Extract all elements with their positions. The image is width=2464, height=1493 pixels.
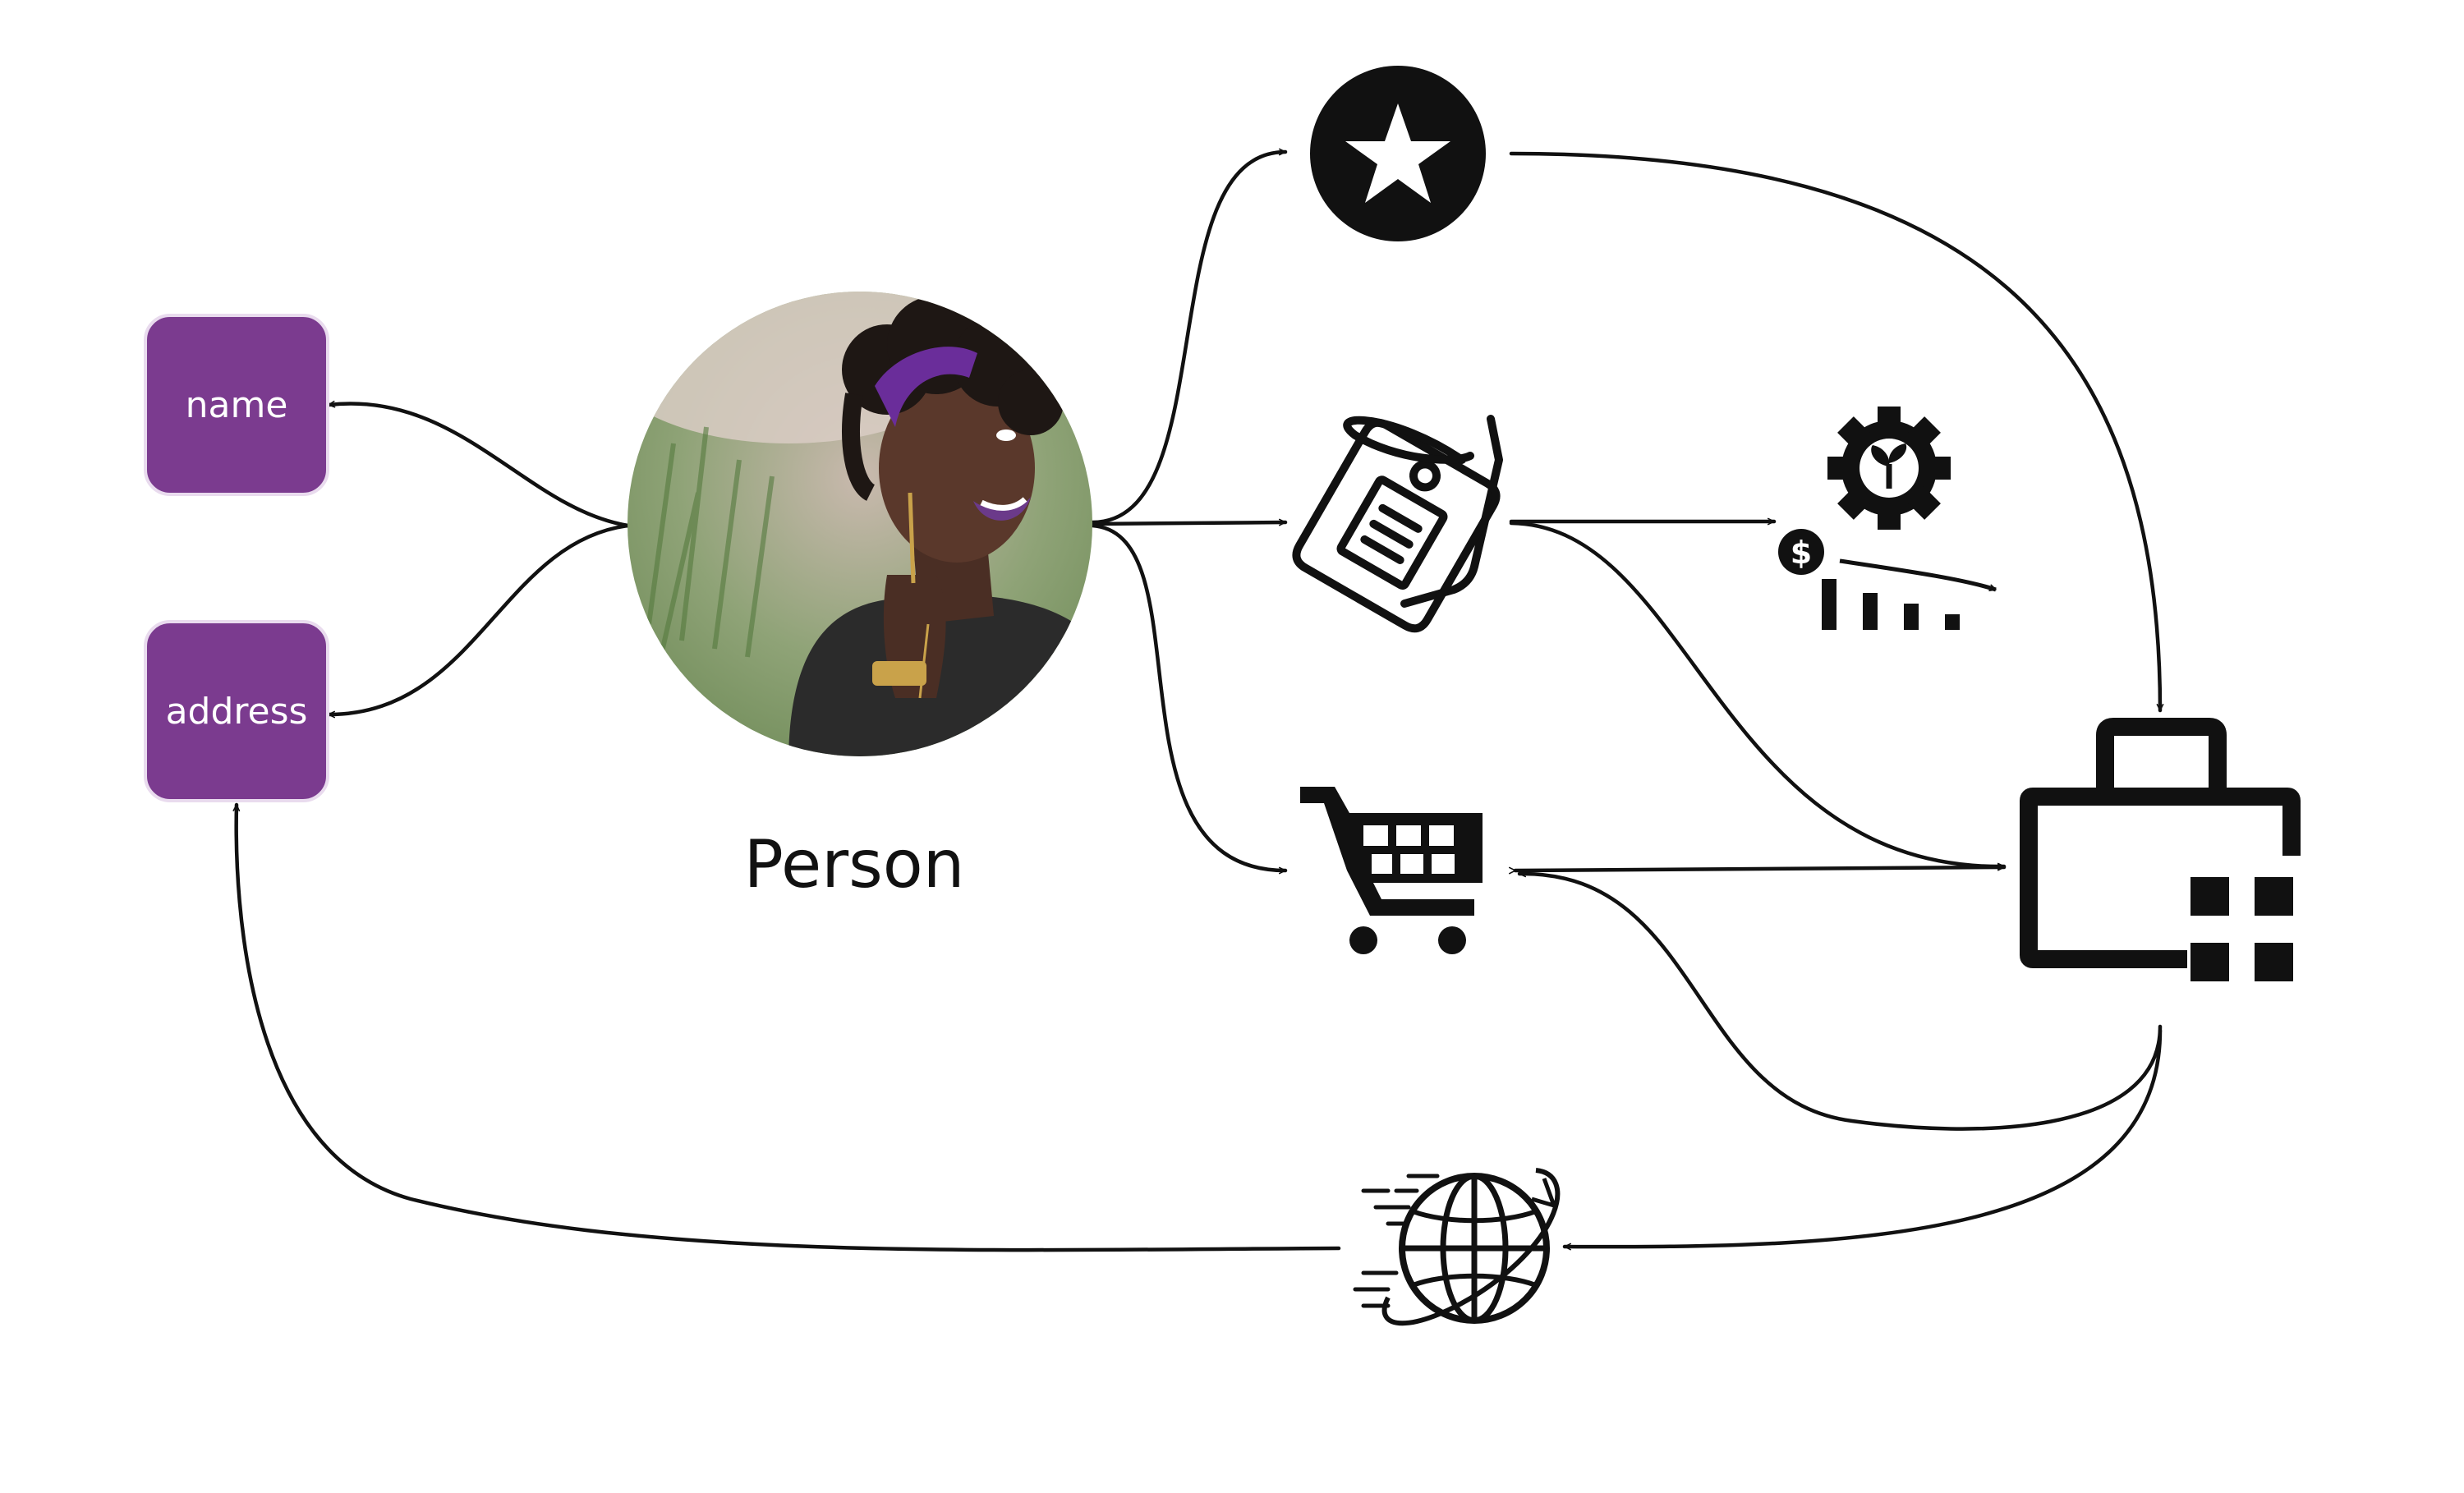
globe-icon[interactable]	[1353, 1168, 1561, 1326]
star-icon[interactable]	[1310, 66, 1486, 241]
name-label: name	[186, 384, 288, 426]
edge-person-to-cart	[1090, 523, 1288, 875]
edge-business-to-globe	[1562, 1028, 2163, 1251]
price-tag-icon[interactable]	[1291, 415, 1503, 633]
address-node[interactable]: address	[144, 620, 329, 802]
edge-globe-to-address	[232, 802, 1341, 1252]
edge-business-to-cart	[1517, 870, 2163, 1131]
edge-star-to-business	[1509, 151, 2164, 713]
address-label: address	[166, 691, 308, 733]
edge-tag-to-business	[1509, 521, 2007, 871]
edge-person-to-name	[326, 400, 631, 528]
address-box	[144, 620, 329, 802]
edge-person-to-tag	[1090, 518, 1288, 526]
edge-cart-to-business	[1508, 863, 2007, 875]
person-node[interactable]: Person	[600, 263, 1101, 903]
name-box	[144, 314, 329, 496]
svg-text:$: $	[1791, 535, 1812, 571]
name-node[interactable]: name	[144, 314, 329, 496]
briefcase-grid-icon[interactable]	[2020, 718, 2301, 981]
edge-person-to-address	[326, 523, 631, 719]
edge-person-to-star	[1090, 148, 1288, 525]
edges	[232, 148, 2164, 1252]
shopping-cart-icon[interactable]	[1300, 787, 1483, 954]
gear-sprout-finance-icon[interactable]: $	[1778, 407, 1997, 630]
person-label: Person	[744, 826, 965, 903]
person-photo	[627, 292, 1092, 756]
